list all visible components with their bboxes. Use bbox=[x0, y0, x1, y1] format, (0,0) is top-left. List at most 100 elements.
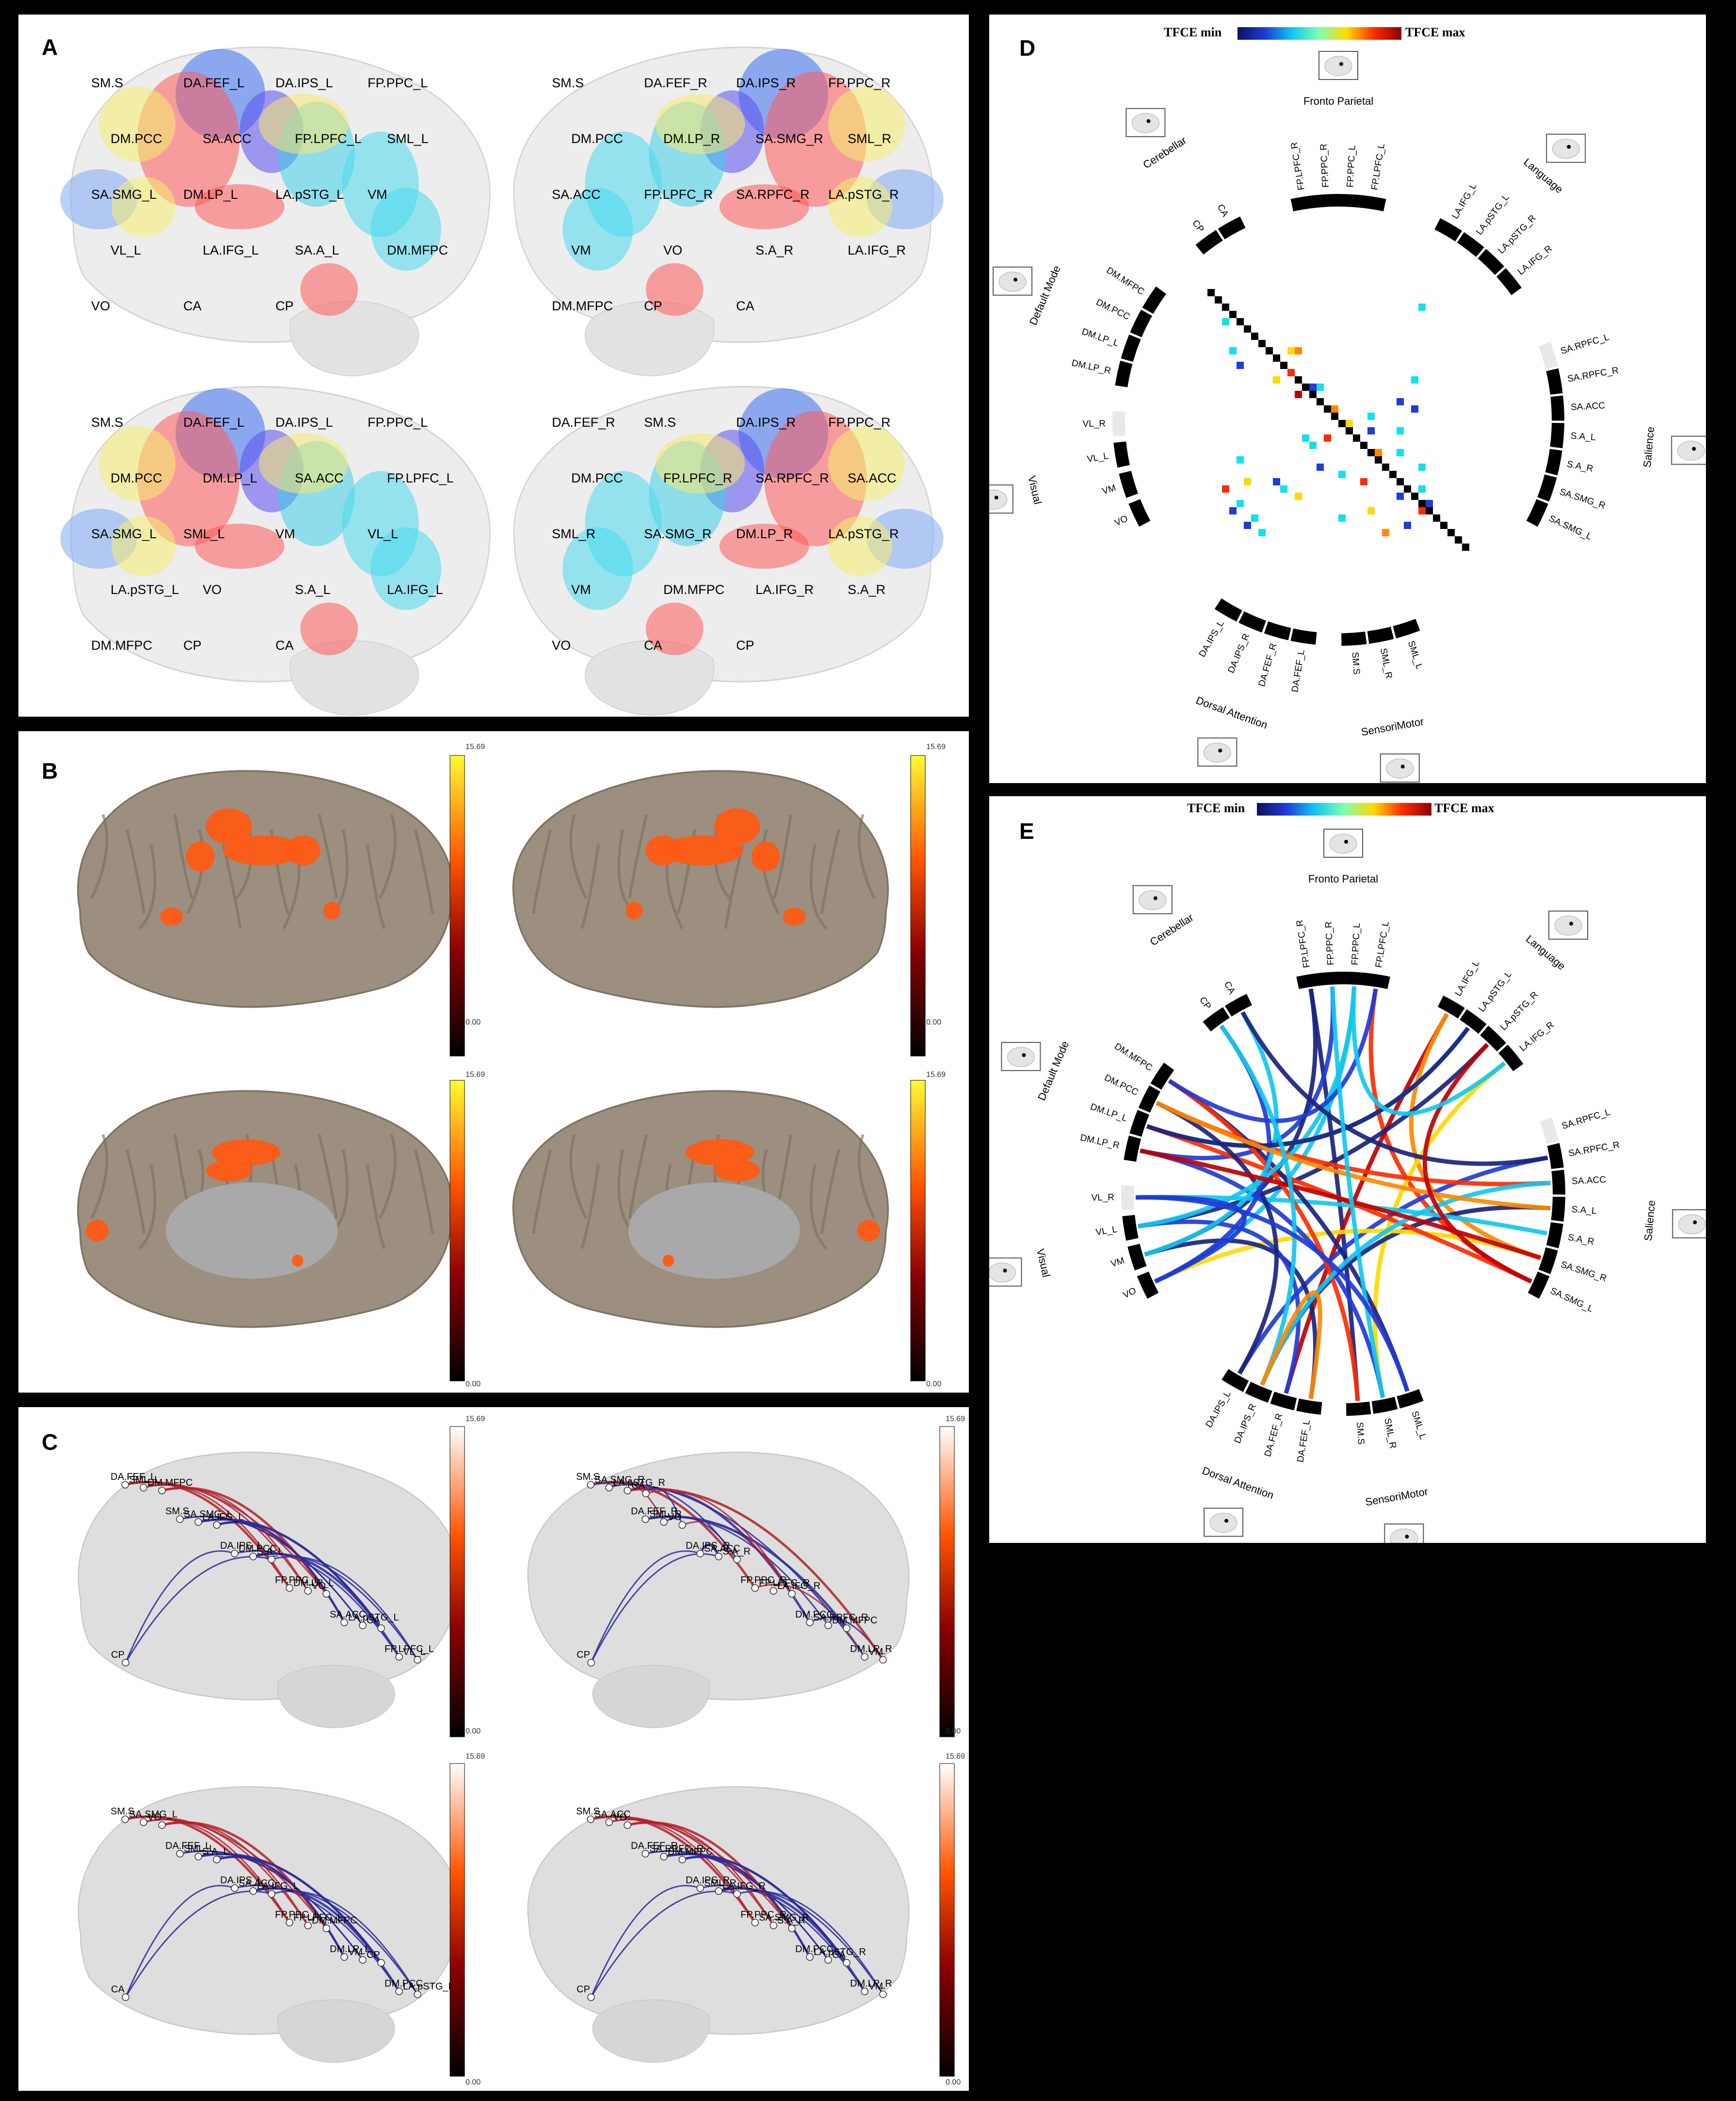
c-edge bbox=[700, 1885, 866, 1992]
chord-thumb-dot bbox=[1567, 144, 1571, 149]
chord-node-label: S.A_L bbox=[1571, 1204, 1597, 1217]
c-colorbar bbox=[450, 1426, 465, 1737]
a-region-label: DA.FEF_R bbox=[644, 76, 707, 90]
chord-node-arc bbox=[1138, 1085, 1160, 1113]
chord-link bbox=[1168, 988, 1378, 1123]
chord-network-label: Visual bbox=[1026, 475, 1044, 506]
b-sulcus bbox=[138, 844, 157, 930]
chord-node-arc bbox=[1296, 973, 1322, 989]
chord-link bbox=[1140, 1148, 1542, 1260]
c-node bbox=[121, 1481, 129, 1489]
b-colorbar bbox=[450, 755, 465, 1057]
chord-node-label: SA.ACC bbox=[1571, 401, 1606, 413]
c-brain-outline bbox=[78, 1451, 460, 1700]
chord-node-arc bbox=[1367, 626, 1394, 644]
chord-node-label: SML_R bbox=[1378, 647, 1394, 679]
matrix-cell bbox=[1418, 485, 1426, 493]
b-sulcus bbox=[378, 814, 397, 899]
a-region-label: CP bbox=[275, 299, 294, 313]
matrix-cell bbox=[1397, 427, 1404, 434]
b-activation bbox=[206, 808, 252, 845]
matrix-diagonal-cell bbox=[1302, 384, 1309, 391]
matrix-cell bbox=[1237, 500, 1244, 507]
c-node bbox=[642, 1515, 649, 1523]
b-sulcus bbox=[772, 814, 792, 899]
chord-thumb-brain bbox=[1390, 1528, 1418, 1543]
chord-node-arc bbox=[1127, 1244, 1147, 1271]
matrix-cell bbox=[1338, 471, 1346, 478]
chord-thumb-dot bbox=[994, 496, 998, 500]
chord-node-label: DA.FEF_R bbox=[1257, 642, 1279, 688]
a-network-blob bbox=[112, 516, 176, 577]
chord-node-label: VL_L bbox=[1086, 451, 1109, 465]
matrix-diagonal-cell bbox=[1367, 449, 1375, 456]
matrix-diagonal-cell bbox=[1244, 325, 1251, 333]
chord-node-label: VO bbox=[1122, 1286, 1138, 1301]
c-node-label: CA bbox=[111, 1984, 125, 1995]
c-node-label: DM.MFPC bbox=[312, 1915, 357, 1926]
a-region-label: SM.S bbox=[552, 76, 584, 90]
c-node bbox=[414, 1990, 421, 1998]
matrix-diagonal-cell bbox=[1258, 340, 1266, 347]
a-region-label: CA bbox=[736, 299, 755, 313]
matrix-diagonal-cell bbox=[1324, 405, 1331, 413]
chord-node-arc bbox=[1238, 611, 1266, 633]
a-region-label: CP bbox=[736, 638, 755, 653]
c-node bbox=[751, 1919, 759, 1926]
chord-thumb-brain bbox=[1139, 890, 1167, 910]
chord-thumb-brain bbox=[1386, 758, 1414, 779]
a-network-blob bbox=[828, 176, 892, 237]
a-region-label: FP.LPFC_L bbox=[295, 131, 362, 146]
c-glass-brain bbox=[78, 1786, 460, 2063]
matrix-cell bbox=[1229, 507, 1237, 514]
c-node bbox=[587, 1659, 595, 1667]
a-network-blob bbox=[98, 86, 176, 162]
chord-node-label: VL_L bbox=[1095, 1224, 1118, 1238]
a-region-label: FP.PPC_R bbox=[828, 76, 891, 90]
a-region-label: S.A_L bbox=[295, 582, 331, 597]
chord-node-label: LA.IFG_L bbox=[1453, 959, 1481, 998]
c-node-label: DA.IPS_R bbox=[686, 1540, 730, 1551]
chord-node-arc bbox=[1526, 499, 1548, 527]
c-edge bbox=[609, 1819, 774, 1926]
chord-node-label: DA.IPS_L bbox=[1204, 1389, 1233, 1429]
c-node-label: LA.IFG_L bbox=[257, 1881, 299, 1892]
c-edge bbox=[590, 1550, 701, 1663]
c-node bbox=[340, 1619, 348, 1626]
c-node-label: DM.LP_L bbox=[330, 1944, 370, 1955]
c-node-label: CA bbox=[367, 1615, 380, 1626]
a-region-label: SA.ACC bbox=[203, 131, 252, 146]
a-region-label: SA.A_L bbox=[295, 243, 339, 257]
c-node bbox=[624, 1821, 631, 1829]
c-node-label: DM.MFPC bbox=[147, 1477, 193, 1488]
c-node bbox=[715, 1553, 723, 1560]
b-surface bbox=[77, 1090, 454, 1328]
c-node-label: VM bbox=[348, 1947, 363, 1957]
chord-node-arc bbox=[1142, 286, 1166, 314]
chord-thumb-dot bbox=[1218, 748, 1222, 753]
c-cb3-max: 15.69 bbox=[466, 1752, 485, 1761]
c-brain-outline bbox=[78, 1786, 460, 2035]
b-sulcus bbox=[569, 1134, 588, 1219]
matrix-diagonal-cell bbox=[1389, 471, 1397, 478]
a-region-label: SA.ACC bbox=[848, 471, 897, 485]
matrix-diagonal-cell bbox=[1317, 398, 1324, 405]
c-edge bbox=[234, 1550, 400, 1657]
c-node bbox=[770, 1587, 777, 1595]
c-node bbox=[624, 1487, 631, 1494]
chord-node-arc bbox=[1540, 1117, 1559, 1144]
chord-node-label: DM.LP_L bbox=[1080, 327, 1120, 349]
a-region-label: DA.IPS_L bbox=[275, 76, 333, 90]
chord-node-arc bbox=[1437, 995, 1465, 1019]
c-node-label: SM.S bbox=[576, 1472, 600, 1482]
c-node-label: S.A_R bbox=[723, 1546, 751, 1557]
c-node-label: LA.pSTG_R bbox=[814, 1947, 866, 1957]
chord-thumb-brain bbox=[989, 1262, 1016, 1283]
a-region-label: FP.LPFC_R bbox=[644, 187, 713, 202]
chord-node-label: DM.LP_R bbox=[1071, 358, 1112, 376]
c-edge bbox=[737, 1890, 884, 1995]
b-activation bbox=[751, 841, 780, 872]
chord-thumb-brain bbox=[1007, 1047, 1035, 1067]
